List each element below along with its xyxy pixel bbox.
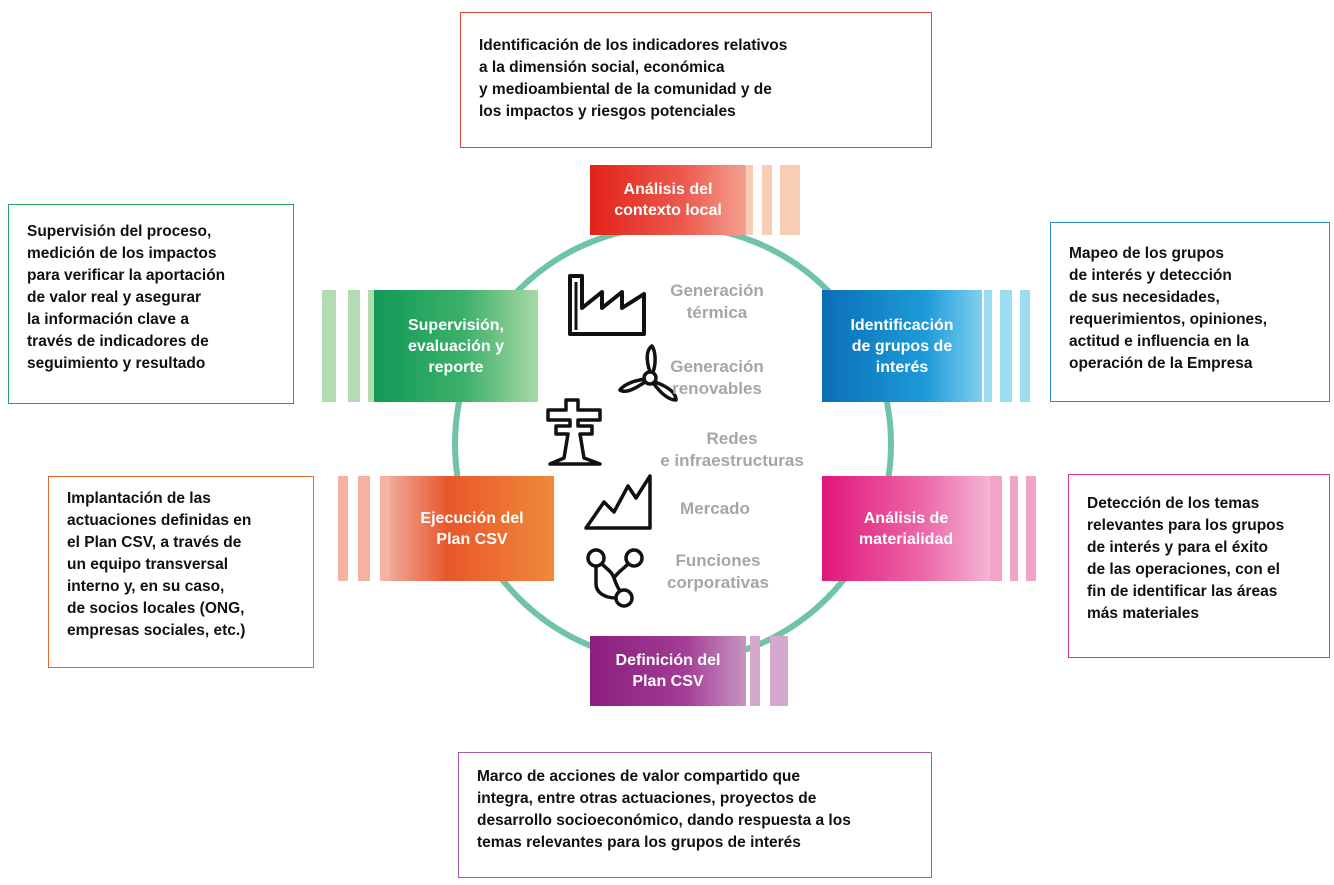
activity-generacion-termica: Generación térmica <box>670 281 764 322</box>
description-left-bottom: Implantación de las actuaciones definida… <box>48 476 314 668</box>
stripe <box>358 476 370 581</box>
network-icon <box>586 548 644 608</box>
market-chart-icon <box>584 474 652 530</box>
step-label: Ejecución del Plan CSV <box>390 476 554 581</box>
step-analisis-materialidad: Análisis de materialidad <box>822 476 1036 581</box>
wind-turbine-icon <box>618 344 678 402</box>
activity-redes: Redes e infraestructuras <box>660 429 804 470</box>
description-right-bottom: Detección de los temas relevantes para l… <box>1068 474 1330 658</box>
stripe <box>1026 476 1036 581</box>
stripe <box>380 476 390 581</box>
activity-mercado: Mercado <box>680 499 750 518</box>
description-top: Identificación de los indicadores relati… <box>460 12 932 148</box>
stripe <box>984 290 992 402</box>
activity-generacion-renovables: Generación renovables <box>670 357 764 398</box>
step-label: Definición del Plan CSV <box>590 636 746 706</box>
description-bottom: Marco de acciones de valor compartido qu… <box>458 752 932 878</box>
factory-icon <box>568 274 646 336</box>
step-label: Análisis del contexto local <box>590 165 746 235</box>
step-analisis-contexto-local: Análisis del contexto local <box>590 165 800 235</box>
stripe <box>780 165 800 235</box>
stripe <box>368 290 374 402</box>
step-label: Análisis de materialidad <box>822 476 990 581</box>
stripe <box>746 165 753 235</box>
activity-funciones-corporativas: Funciones corporativas <box>666 551 770 592</box>
stripe <box>1010 476 1018 581</box>
stripe <box>338 476 348 581</box>
stripe <box>990 476 1002 581</box>
step-supervision: Supervisión, evaluación y reporte <box>322 290 538 402</box>
step-ejecucion-plan: Ejecución del Plan CSV <box>338 476 554 581</box>
step-label: Identificación de grupos de interés <box>822 290 982 402</box>
stripe <box>770 636 788 706</box>
step-identificacion-grupos: Identificación de grupos de interés <box>822 290 1032 402</box>
stripe <box>750 636 760 706</box>
description-right-top: Mapeo de los grupos de interés y detecci… <box>1050 222 1330 402</box>
power-tower-icon <box>546 398 602 466</box>
stripe <box>1020 290 1030 402</box>
description-left-top: Supervisión del proceso, medición de los… <box>8 204 294 404</box>
step-definicion-plan: Definición del Plan CSV <box>590 636 800 706</box>
stripe <box>1000 290 1012 402</box>
step-label: Supervisión, evaluación y reporte <box>374 290 538 402</box>
stripe <box>762 165 772 235</box>
stripe <box>322 290 336 402</box>
stripe <box>348 290 360 402</box>
